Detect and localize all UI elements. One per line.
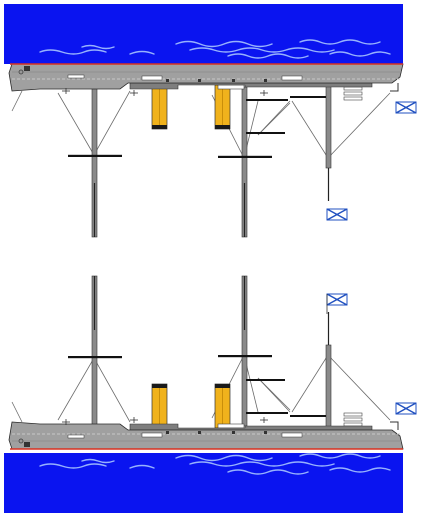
bottom-water: [4, 453, 403, 513]
flag-icon: [326, 208, 348, 221]
top-water: [4, 4, 403, 64]
flag-icon: [326, 293, 348, 314]
flag-icon: [395, 101, 417, 114]
flag-icon: [395, 402, 417, 415]
